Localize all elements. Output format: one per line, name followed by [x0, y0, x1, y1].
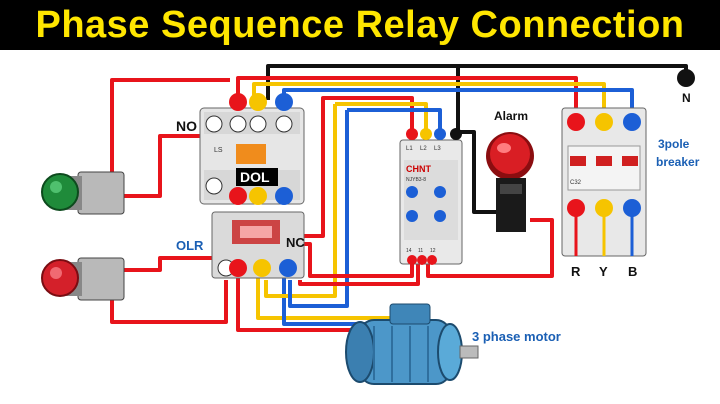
breaker-label-line1: 3pole [658, 137, 690, 151]
phase-b-label: B [628, 264, 637, 279]
relay-side-yellow [264, 104, 337, 298]
phase-sequence-relay: CHNT NJYB3-8 L1 L2 L3 14 11 12 [399, 128, 463, 265]
wires [110, 64, 688, 332]
r-main-wire [236, 76, 578, 116]
control-wire-top [110, 78, 230, 178]
contactor: LS [199, 93, 305, 205]
neutral-terminal [677, 69, 695, 87]
control-wire-nc [300, 242, 414, 278]
three-pole-breaker: C32 [561, 107, 647, 257]
no-label: NO [176, 118, 197, 134]
wiring-diagram: LS CHNT NJYB3-8 L1 L2 L3 14 11 12 [41, 64, 700, 385]
alarm-buzzer [486, 132, 534, 232]
y-main-wire [252, 82, 606, 116]
phase-y-label: Y [599, 264, 608, 279]
dol-label: DOL [240, 169, 270, 185]
relay-terminal-11: 11 [418, 248, 423, 254]
relay-l1-wire [321, 96, 414, 132]
alarm-label: Alarm [494, 109, 528, 123]
nc-label: NC [286, 235, 305, 250]
start-pushbutton [41, 171, 125, 215]
relay-bottom-loop [298, 262, 420, 286]
relay-side-blue [288, 110, 349, 308]
relay-brand: CHNT [406, 164, 431, 174]
relay-terminal-14: 14 [406, 248, 412, 254]
three-phase-motor [345, 303, 479, 385]
stop-pushbutton [41, 257, 125, 301]
relay-terminal-l1: L1 [406, 146, 413, 152]
relay-side-red [300, 100, 325, 238]
relay-terminal-12: 12 [430, 248, 436, 254]
title-banner: Phase Sequence Relay Connection [0, 0, 720, 50]
control-wire-stop [122, 256, 212, 272]
neutral-label: N [682, 91, 691, 105]
relay-l3-wire [347, 108, 442, 132]
motor-label: 3 phase motor [472, 329, 561, 344]
page-title: Phase Sequence Relay Connection [35, 3, 685, 46]
relay-bottom-alarm [426, 218, 554, 278]
alarm-black-wire [458, 130, 500, 214]
relay-terminal-l2: L2 [420, 146, 427, 152]
control-wire-stop-bottom [110, 280, 228, 324]
breaker-brand: C32 [570, 180, 582, 186]
control-wire-mid [120, 134, 208, 198]
overload-relay [211, 211, 305, 279]
relay-model: NJYB3-8 [406, 177, 426, 183]
contactor-brand: LS [214, 147, 223, 154]
phase-r-label: R [571, 264, 581, 279]
olr-label: OLR [176, 238, 204, 253]
motor-y-wire [256, 270, 390, 320]
breaker-label-line2: breaker [656, 155, 700, 169]
relay-l2-wire [335, 102, 428, 132]
relay-terminal-l3: L3 [434, 146, 441, 152]
